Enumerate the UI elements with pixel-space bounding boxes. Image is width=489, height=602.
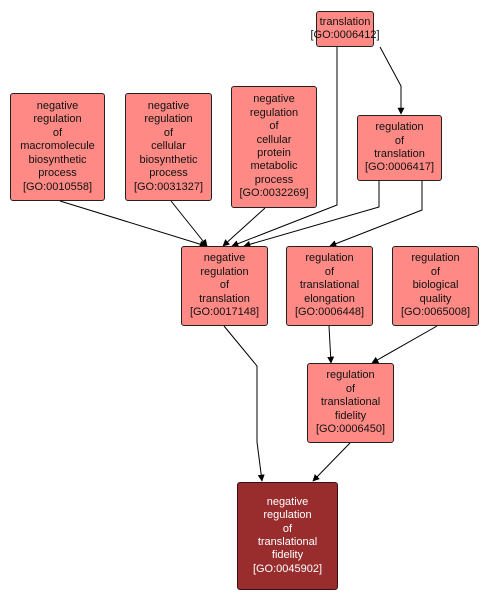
edge-n0006417-to-n0017148	[243, 181, 380, 248]
node-label-line: of	[219, 279, 230, 292]
node-label-line: translation	[319, 15, 371, 28]
edge-n0017148-to-n0045902	[223, 325, 265, 482]
node-label-line: process	[38, 167, 77, 180]
node-label-line: cellular	[151, 140, 186, 153]
node-go-id: [GO:0032269]	[239, 187, 309, 200]
node-label-line: regulation	[249, 106, 299, 119]
edge-n0006450-to-n0045902	[312, 442, 351, 482]
node-label-line: biosynthetic	[139, 153, 198, 166]
node-label-line: regulation	[144, 113, 193, 126]
node-label-line: negative	[203, 252, 246, 265]
node-go-id: [GO:0017148]	[189, 306, 260, 319]
node-go-id: [GO:0045902]	[252, 562, 323, 575]
node-label-line: biosynthetic	[28, 153, 87, 166]
node-label-line: negative	[253, 93, 295, 106]
edge-n0006412-to-n0006417	[379, 46, 405, 115]
node-label-line: regulation	[263, 509, 312, 522]
node-label-line: translational	[257, 536, 318, 548]
node-label-line: of	[269, 120, 279, 133]
edge-n0006448-to-n0006450	[327, 325, 335, 364]
node-label-line: translation	[374, 148, 425, 160]
node-go-id: [GO:0006448]	[294, 306, 365, 319]
node-label-line: of	[282, 522, 293, 535]
node-label-line: translational	[320, 396, 381, 409]
node-go-id: [GO:0031327]	[133, 180, 204, 193]
node-label-line: regulation	[305, 252, 354, 265]
node-label-line: quality	[419, 292, 452, 305]
node-label-line: metabolic	[250, 160, 298, 173]
node-label-line: regulation	[411, 252, 460, 265]
node-label-line: process	[149, 167, 188, 180]
node-label-line: macromolecule	[20, 140, 95, 153]
node-label-line: negative	[147, 100, 190, 113]
node-translation[interactable]: translation[GO:0006412]	[310, 11, 380, 47]
node-label-line: of	[52, 126, 63, 139]
node-go-id: [GO:0006450]	[315, 423, 386, 436]
edge-n0031327-to-n0017148	[170, 200, 208, 247]
edge-n0065008-to-n0006450	[371, 325, 438, 364]
node-label-line: cellular	[256, 133, 292, 146]
node-label-line: fidelity	[334, 409, 367, 422]
node-label-line: regulation	[200, 265, 249, 278]
node-label-line: negative	[36, 100, 79, 113]
node-label-line: protein	[257, 147, 291, 159]
node-label-line: negative	[266, 495, 309, 508]
node-label-line: regulation	[326, 369, 375, 382]
node-label-line: of	[345, 382, 356, 395]
node-label-line: of	[430, 265, 441, 278]
node-label-line: of	[163, 126, 174, 139]
node-go-id: [GO:0006417]	[364, 161, 435, 174]
edge-n0006412-to-n0017148	[231, 47, 338, 247]
node-go-id: [GO:0006412]	[310, 29, 380, 41]
node-label-line: of	[324, 265, 335, 278]
node-go-id: [GO:0010558]	[22, 180, 93, 193]
edge-n0006417-to-n0006448	[329, 181, 423, 247]
node-label-line: fidelity	[271, 549, 304, 562]
node-label-line: regulation	[33, 113, 82, 126]
node-label-line: regulation	[375, 121, 424, 134]
node-label-line: translational	[299, 279, 360, 292]
node-label-line: process	[254, 173, 294, 186]
node-go-id: [GO:0065008]	[400, 306, 471, 319]
node-label-line: translation	[199, 292, 250, 305]
node-label-line: of	[394, 134, 405, 147]
node-label-line: biological	[412, 279, 459, 292]
node-label-line: elongation	[304, 292, 355, 305]
edge-n0032269-to-n0017148	[222, 207, 266, 247]
edge-n0010558-to-n0017148	[59, 200, 207, 248]
